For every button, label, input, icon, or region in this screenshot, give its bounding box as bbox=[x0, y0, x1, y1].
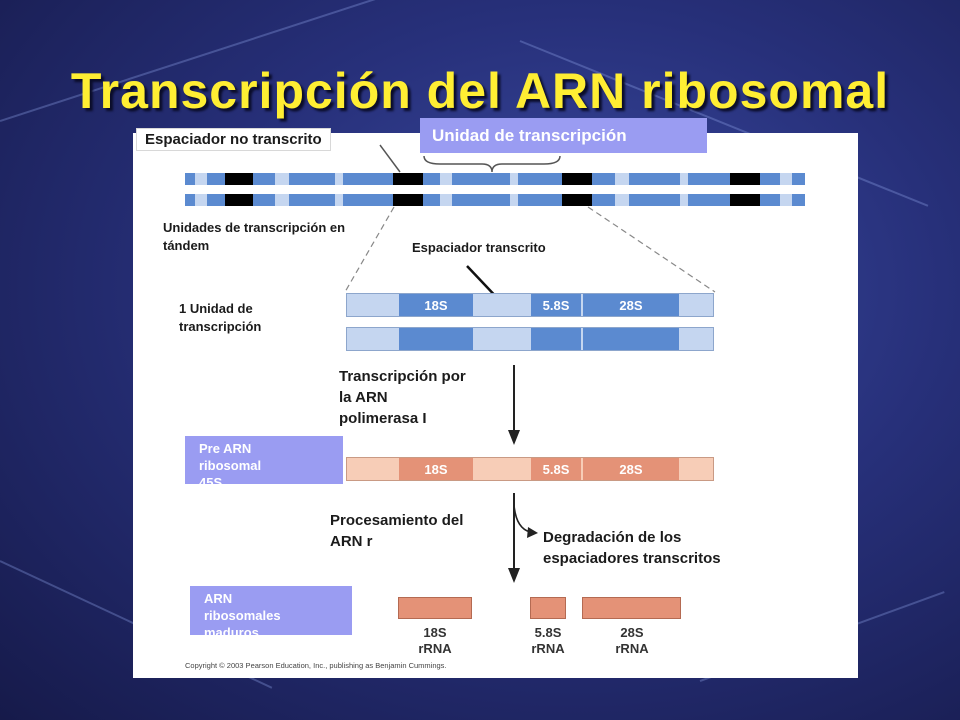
mature-label-18s: 18S rRNA bbox=[400, 625, 470, 657]
segment-5-8s: 5.8S bbox=[542, 297, 570, 313]
mature-28s bbox=[582, 597, 681, 619]
tandem-units-label: Unidades de transcripción en tándem bbox=[163, 220, 346, 253]
pre-rrna-bar: 18S 5.8S 28S bbox=[346, 457, 714, 481]
pre-segment-28s: 28S bbox=[619, 461, 643, 477]
zoom-line-right bbox=[587, 206, 716, 293]
mature-label-28s: 28S rRNA bbox=[597, 625, 667, 657]
unit-strand-top: 18S 5.8S 28S bbox=[346, 293, 714, 317]
pre-segment-5-8s: 5.8S bbox=[542, 461, 570, 477]
rna-polymerase-step-label: Transcripción por la ARN polimerasa I bbox=[339, 368, 466, 427]
mature-18s bbox=[398, 597, 472, 619]
pre-segment-18s: 18S bbox=[424, 461, 448, 477]
degradation-arrow bbox=[513, 504, 531, 533]
transcription-arrow-head bbox=[508, 430, 520, 445]
unit-strand-bottom bbox=[346, 327, 714, 351]
transcription-unit-label: Unidad de transcripción bbox=[420, 118, 707, 153]
mature-rrna-label: ARN ribosomales maduros bbox=[190, 586, 352, 640]
mature-5-8s bbox=[530, 597, 566, 619]
degradation-arrow-head bbox=[527, 527, 538, 538]
tandem-dna-row-1 bbox=[185, 173, 805, 185]
slide-title: Transcripción del ARN ribosomal bbox=[70, 63, 890, 119]
segment-18s: 18S bbox=[424, 297, 448, 313]
mature-label-28s-type: rRNA bbox=[615, 641, 649, 656]
segment-28s: 28S bbox=[619, 297, 643, 313]
copyright-text: Copyright © 2003 Pearson Education, Inc.… bbox=[185, 661, 447, 670]
mature-label-5-8s-type: rRNA bbox=[531, 641, 565, 656]
pre-rrna-label: Pre ARN ribosomal 45S bbox=[185, 436, 343, 490]
mature-label-18s-type: rRNA bbox=[418, 641, 452, 656]
mature-label-5-8s-name: 5.8S bbox=[534, 625, 562, 640]
one-unit-label: 1 Unidad de transcripción bbox=[179, 301, 262, 334]
tandem-dna-row-2 bbox=[185, 194, 805, 206]
processing-arrow-head bbox=[508, 568, 520, 583]
brace-icon bbox=[423, 155, 561, 173]
transcribed-spacer-label: Espaciador transcrito bbox=[412, 240, 546, 255]
mature-label-5-8s: 5.8S rRNA bbox=[513, 625, 583, 657]
non-transcribed-spacer-label: Espaciador no transcrito bbox=[136, 128, 331, 151]
pointer-line bbox=[379, 144, 401, 173]
mature-label-28s-name: 28S bbox=[620, 625, 644, 640]
zoom-line-left bbox=[344, 206, 395, 293]
degradation-label: Degradación de los espaciadores transcri… bbox=[543, 529, 721, 567]
mature-label-18s-name: 18S bbox=[423, 625, 447, 640]
processing-step-label: Procesamiento del ARN r bbox=[330, 512, 464, 550]
